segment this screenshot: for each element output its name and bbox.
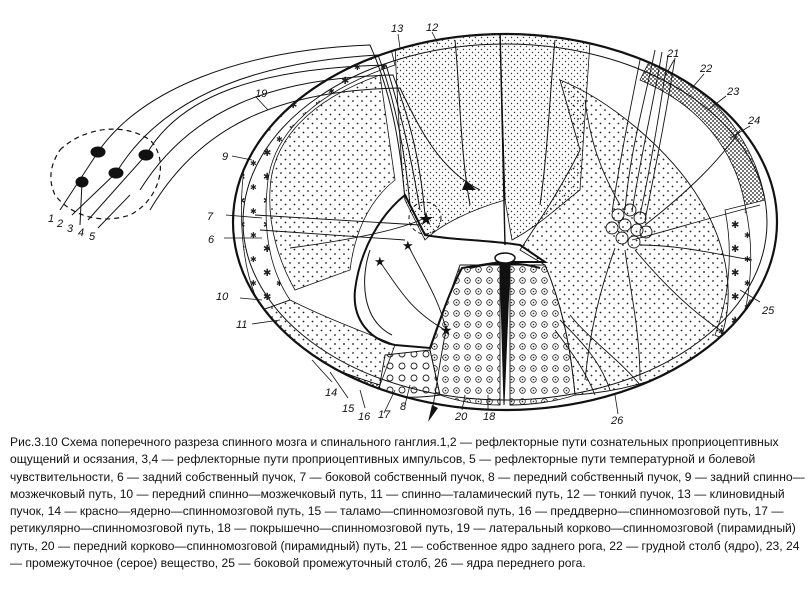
dorsal-root-fibers [554, 49, 761, 396]
label-16: 16 [358, 411, 371, 423]
svg-text:★: ★ [440, 323, 453, 339]
grey-matter-h [353, 193, 549, 350]
tract-19 [269, 74, 396, 291]
label-24: 24 [747, 115, 760, 127]
label-2: 2 [56, 218, 63, 230]
central-canal [469, 252, 541, 269]
label-22: 22 [699, 63, 712, 75]
tract-13-cuneate [394, 34, 506, 241]
label-3: 3 [67, 223, 74, 235]
spinal-cord-diagram: ✱ ✱ [48, 22, 779, 427]
label-13: 13 [391, 23, 404, 35]
label-15: 15 [342, 403, 355, 415]
label-6: 6 [208, 234, 215, 246]
label-26: 26 [610, 415, 624, 427]
label-17: 17 [378, 409, 391, 421]
label-1: 1 [48, 213, 54, 225]
label-4: 4 [78, 227, 84, 239]
label-10: 10 [216, 291, 229, 303]
interneurons: ★ ★ ★ ★ [254, 180, 476, 422]
label-12: 12 [426, 22, 438, 34]
spinal-ganglion [50, 44, 481, 229]
svg-text:★: ★ [402, 239, 414, 254]
label-8: 8 [400, 401, 407, 413]
tract-18-20 [429, 264, 501, 406]
svg-text:★: ★ [418, 209, 434, 230]
label-20: 20 [454, 411, 468, 423]
label-7: 7 [207, 211, 214, 223]
label-19: 19 [255, 88, 267, 100]
label-5: 5 [89, 231, 96, 243]
figure-caption: Рис.3.10 Схема поперечного разреза спинн… [10, 435, 805, 571]
label-14: 14 [325, 387, 337, 399]
label-25: 25 [761, 305, 775, 317]
label-18: 18 [483, 411, 496, 423]
label-23: 23 [726, 86, 740, 98]
label-11: 11 [236, 319, 247, 331]
label-21: 21 [666, 48, 679, 60]
leader-lines [224, 31, 761, 415]
figure-labels: 1 2 3 4 5 6 7 8 9 10 11 12 13 14 15 16 1… [48, 22, 775, 427]
nucleus-cluster [605, 203, 653, 249]
label-9: 9 [222, 151, 228, 163]
